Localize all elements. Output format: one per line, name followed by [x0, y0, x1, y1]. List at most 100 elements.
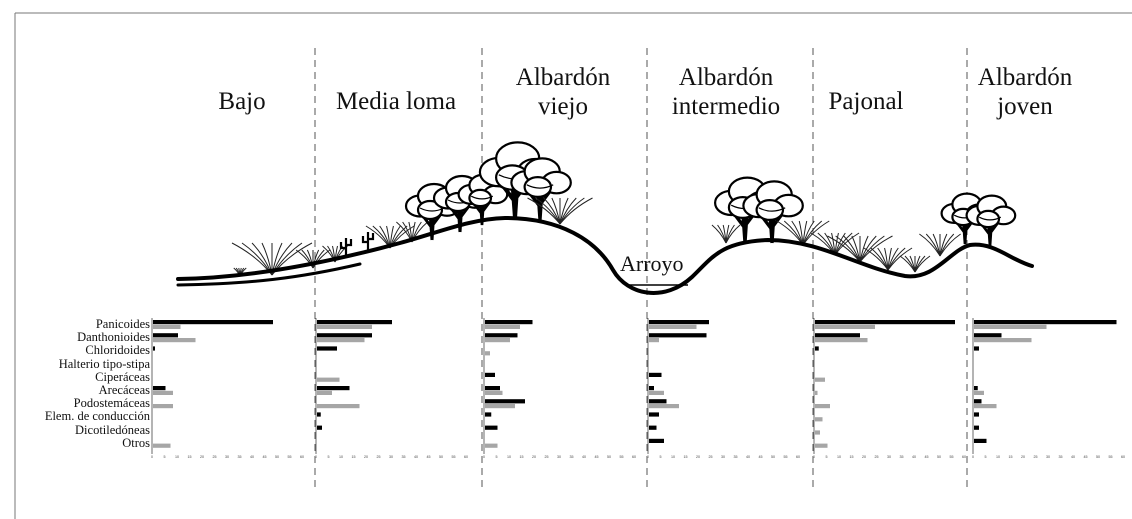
bar [317, 412, 321, 417]
x-tick-label: 40 [912, 455, 916, 459]
bar [974, 412, 979, 417]
bar [153, 386, 166, 391]
x-tick-label: 55 [288, 455, 292, 459]
zone-title-pajonal: Pajonal [776, 87, 956, 116]
x-tick-label: 0 [315, 455, 317, 459]
x-tick-label: 15 [352, 455, 356, 459]
bar [815, 333, 860, 338]
zone-title-line: Albardón [977, 64, 1073, 91]
zone-title-line: Albardón [515, 64, 611, 91]
x-tick-label: 20 [862, 455, 866, 459]
bar [815, 346, 819, 351]
bar [649, 412, 659, 417]
x-tick-label: 20 [1021, 455, 1025, 459]
category-label: Elem. de conducción [44, 409, 150, 424]
bar [815, 390, 818, 395]
bar [317, 338, 365, 343]
bar [649, 404, 679, 409]
x-tick-label: 60 [632, 455, 636, 459]
x-tick-label: 60 [464, 455, 468, 459]
terrain-surface [176, 215, 1034, 295]
bar [317, 377, 340, 382]
x-tick-label: 45 [263, 455, 267, 459]
category-label: Halterio tipo-stipa [58, 356, 150, 371]
x-tick-label: 15 [188, 455, 192, 459]
x-tick-label: 25 [1034, 455, 1038, 459]
zone-title-line: Media loma [335, 88, 457, 115]
bar [153, 320, 273, 325]
bar [974, 346, 979, 351]
bar [485, 404, 515, 409]
bar [153, 390, 173, 395]
bar [317, 324, 372, 329]
bar [974, 333, 1002, 338]
x-tick-label: 50 [607, 455, 611, 459]
x-tick-label: 45 [595, 455, 599, 459]
terrain-lower-edge [176, 262, 362, 287]
x-tick-label: 45 [925, 455, 929, 459]
bar [485, 425, 498, 430]
category-label: Danthonioides [77, 330, 150, 345]
x-tick-label: 35 [734, 455, 738, 459]
x-tick-label: 0 [151, 455, 153, 459]
x-tick-label: 10 [339, 455, 343, 459]
x-tick-label: 45 [759, 455, 763, 459]
zone-title-line: Pajonal [828, 88, 904, 115]
x-tick-label: 45 [1084, 455, 1088, 459]
bar [317, 386, 350, 391]
x-tick-label: 50 [275, 455, 279, 459]
bar [649, 338, 659, 343]
x-tick-label: 25 [875, 455, 879, 459]
grass-tuft [295, 249, 331, 269]
bar [649, 324, 697, 329]
x-tick-label: 5 [496, 455, 498, 459]
bar [974, 338, 1032, 343]
bar [815, 324, 875, 329]
x-tick-label: 55 [452, 455, 456, 459]
bar [974, 324, 1047, 329]
x-tick-label: 30 [887, 455, 891, 459]
stream-label: Arroyo [620, 251, 684, 276]
bar [485, 333, 518, 338]
x-tick-label: 25 [377, 455, 381, 459]
bar [649, 372, 662, 377]
tree [965, 194, 1017, 247]
bar [815, 430, 820, 435]
bar [815, 320, 955, 325]
grass-tuft [527, 197, 593, 225]
x-tick-label: 55 [1109, 455, 1113, 459]
category-label: Otros [122, 435, 150, 450]
x-tick-label: 15 [520, 455, 524, 459]
x-tick-label: 40 [250, 455, 254, 459]
x-tick-label: 30 [557, 455, 561, 459]
x-tick-label: 5 [660, 455, 662, 459]
x-tick-label: 25 [709, 455, 713, 459]
x-tick-label: 5 [826, 455, 828, 459]
x-tick-label: 60 [1121, 455, 1125, 459]
bar [974, 438, 987, 443]
x-tick-label: 40 [746, 455, 750, 459]
tree [742, 180, 804, 244]
zone-dividers [314, 48, 968, 490]
bar [649, 425, 657, 430]
bar [649, 390, 664, 395]
x-tick-label: 55 [620, 455, 624, 459]
grass-tuft [711, 224, 741, 244]
bar [974, 404, 997, 409]
x-tick-label: 15 [850, 455, 854, 459]
bar [317, 320, 392, 325]
category-label: Chloridoides [85, 343, 150, 358]
bar [153, 333, 178, 338]
category-label: Arecáceas [98, 383, 150, 397]
x-tick-label: 10 [175, 455, 179, 459]
bar [153, 404, 173, 409]
bar [649, 333, 707, 338]
